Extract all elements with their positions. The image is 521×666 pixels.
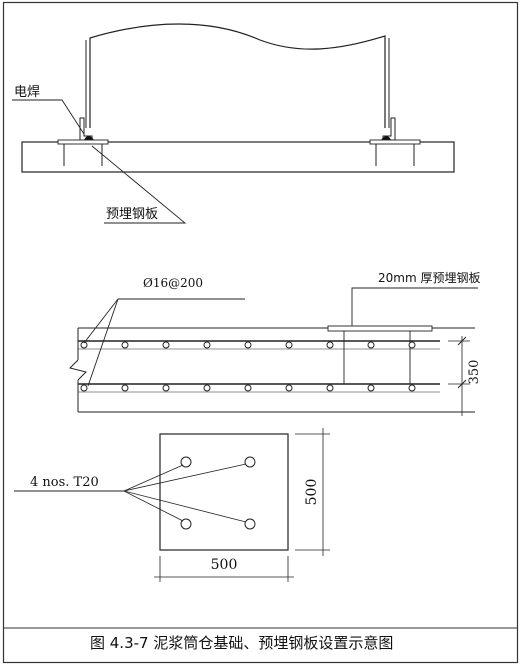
tank-elevation: 电焊 预埋钢板: [12, 23, 455, 224]
bolt-leader: [123, 464, 184, 492]
rebar-dot: [326, 384, 334, 392]
rebar-label: Ø16@200: [143, 276, 203, 290]
dim-tick: [457, 336, 467, 346]
bolt-label: 4 nos. T20: [30, 475, 99, 490]
rebar-dot: [408, 341, 416, 349]
section-dimension: 350: [467, 360, 482, 385]
break-line: [69, 359, 87, 381]
bolt-hole: [244, 518, 256, 530]
bolt-leader: [123, 490, 184, 522]
plate-leader: [91, 145, 187, 224]
rebar-dot: [162, 384, 170, 392]
foundation-section: Ø16@200 20mm 厚预埋钢板 350: [69, 271, 482, 416]
rebar-dot: [367, 341, 375, 349]
foundation-slab: [21, 141, 455, 173]
rebar-dot: [121, 341, 129, 349]
tank-body: [89, 23, 386, 128]
width-dimension: 500: [211, 557, 238, 573]
rebar-dot: [80, 384, 88, 392]
section-plate-label: 20mm 厚预埋钢板: [378, 271, 480, 285]
bolt-hole: [180, 518, 192, 530]
figure-caption: 图 4.3-7 泥浆筒仓基础、预埋钢板设置示意图: [90, 634, 393, 652]
rebar-dot: [285, 341, 293, 349]
weld-leader: [12, 99, 85, 135]
rebar-dot: [203, 341, 211, 349]
bolt-leader: [123, 490, 247, 523]
rebar-leader: [83, 298, 119, 344]
rebar-dot: [408, 384, 416, 392]
height-dimension: 500: [304, 479, 320, 506]
rebar-dot: [121, 384, 129, 392]
section-embedded-plate: [327, 325, 433, 332]
bolt-hole: [244, 456, 256, 468]
embedded-plate-right: [369, 139, 421, 145]
rebar-dots-bottom: [80, 384, 416, 392]
bolt-leader: [123, 463, 247, 492]
bolt-hole: [180, 456, 192, 468]
plate-leader-section: [351, 287, 478, 326]
rebar-leader: [87, 298, 119, 387]
rebar-dot: [244, 384, 252, 392]
embedded-plate-left: [57, 139, 109, 145]
plate-detail: 4 nos. T20 500 500: [14, 428, 330, 582]
rebar-dot: [367, 384, 375, 392]
rebar-dot: [285, 384, 293, 392]
rebar-dot: [244, 341, 252, 349]
rebar-dot: [80, 341, 88, 349]
weld-left: [84, 136, 94, 140]
rebar-dot: [326, 341, 334, 349]
rebar-dot: [162, 341, 170, 349]
plate-label: 预埋钢板: [106, 207, 158, 222]
weld-label: 电焊: [14, 84, 40, 100]
dim-tick: [457, 379, 467, 389]
weld-right: [381, 136, 391, 140]
rebar-dot: [203, 384, 211, 392]
rebar-dots-top: [80, 341, 416, 349]
square-plate: [159, 433, 289, 551]
